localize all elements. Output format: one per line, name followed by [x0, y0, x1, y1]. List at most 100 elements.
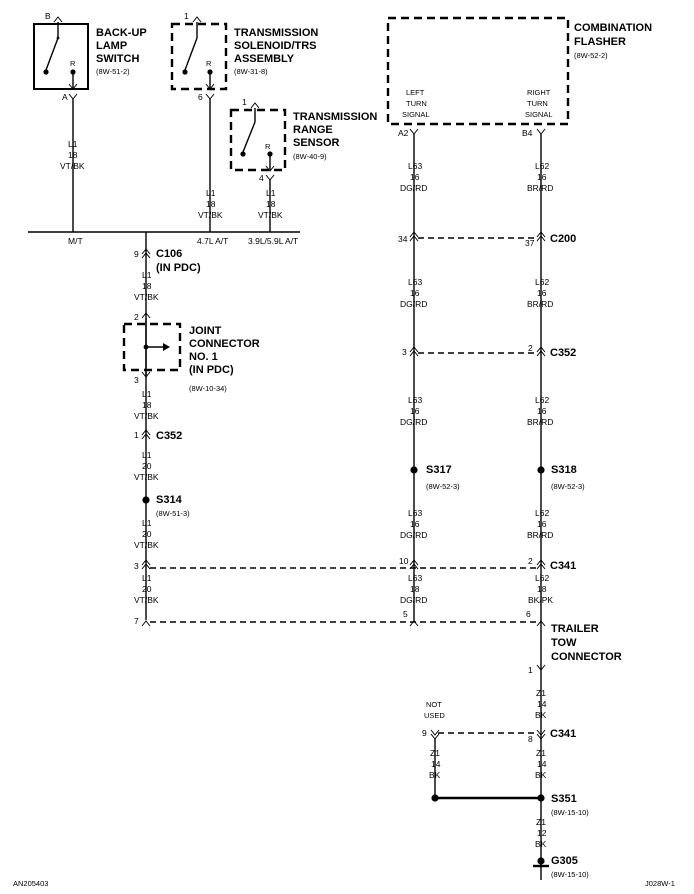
wire-label-l63-1: L63 16 DG/RD — [400, 161, 427, 193]
label-components-combination_flasher-right_lines-1: TURN — [527, 99, 548, 108]
label-components-trans_solenoid-ref: (8W-31-8) — [234, 67, 268, 76]
label-wires-l1_20_vtbk-2: VT/BK — [134, 595, 159, 605]
wire-label-l62-5: L62 18 BK/PK — [528, 573, 553, 605]
wire-label-z1-2: Z1 14 BK — [429, 748, 441, 780]
joint-connector-no1: 2 3 JOINT CONNECTOR NO. 1 (IN PDC) (8W-1… — [122, 312, 260, 393]
backup-title-2: LAMP — [96, 40, 127, 52]
wire-label-trunk-3: L1 20 VT/BK — [134, 450, 159, 482]
label-components-trans_solenoid-name_lines-0: TRANSMISSION — [234, 27, 318, 39]
label-wires-l1_18_vtbk-1: 18 — [206, 199, 216, 209]
wire-label-backup: L1 18 VT/BK — [60, 139, 85, 171]
label-wires-l62_18-2: BK/PK — [528, 595, 553, 605]
label-connectors-c341_bottom-pin_a: 7 — [134, 616, 139, 626]
wire-label-l63-2: L63 16 DG/RD — [400, 277, 427, 309]
connector-c341-pin3: 3 — [134, 559, 151, 571]
label-connectors-c106-sub: (IN PDC) — [156, 262, 201, 274]
backup-title-1: BACK-UP — [96, 27, 147, 39]
label-wires-l62_16-2: BR/RD — [527, 299, 553, 309]
backup-pin-a: A — [62, 92, 68, 102]
connector-c341-bottom: NOT USED 9 8 C341 — [422, 700, 576, 744]
label-wires-l1_20_vtbk-0: L1 — [142, 518, 152, 528]
label-components-joint_connector-pin_bottom: 3 — [134, 375, 139, 385]
label-splices-s317-ref: (8W-52-3) — [426, 482, 460, 491]
label-splices-s351-ref: (8W-15-10) — [551, 808, 589, 817]
label-splices-s314-ref: (8W-51-3) — [156, 509, 190, 518]
label-wires-z1_14-1: 14 — [537, 759, 547, 769]
label-components-combination_flasher-right_lines-2: SIGNAL — [525, 110, 553, 119]
label-connectors-c341_bottom-pin_b: 5 — [403, 609, 408, 619]
label-wires-l63_16-1: 16 — [410, 519, 420, 529]
label-wires-l1_18_vtbk-2: VT/BK — [258, 210, 283, 220]
label-splices-s351-name: S351 — [551, 793, 577, 805]
wire-label-l62-2: L62 16 BR/RD — [527, 277, 553, 309]
label-wires-z1_14-0: Z1 — [536, 688, 546, 698]
label-connectors-c341a-name: C341 — [550, 560, 576, 572]
label-components-combination_flasher-ref: (8W-52-2) — [574, 51, 608, 60]
splice-s317: S317 (8W-52-3) — [410, 464, 460, 491]
label-splices-g305-name: G305 — [551, 855, 578, 867]
label-components-joint_connector-name_lines-0: JOINT — [189, 325, 222, 337]
trailer-tow-connector: TRAILER TOW CONNECTOR 1 — [528, 623, 622, 675]
label-connectors-c352a-pin_r: 2 — [528, 343, 533, 353]
label-components-joint_connector-name_lines-2: NO. 1 — [189, 351, 218, 363]
backup-title-3: SWITCH — [96, 53, 139, 65]
label-components-trans_range_sensor-pin_r: R — [265, 142, 271, 151]
label-components-trans_range_sensor-pin_out: 4 — [259, 173, 264, 183]
wire-label-l63-3: L63 16 DG/RD — [400, 395, 427, 427]
wire-label-trunk-1: L1 18 VT/BK — [134, 270, 159, 302]
connector-bottom-pins: 7 5 6 — [134, 609, 546, 627]
label-wires-l1_18_vtbk-1: 18 — [142, 400, 152, 410]
label-wires-l1_20_vtbk-2: VT/BK — [134, 540, 159, 550]
label-wires-l62_16-2: BR/RD — [527, 530, 553, 540]
wire-label-trunk-4: L1 20 VT/BK — [134, 518, 159, 550]
label-wires-l63_16-1: 16 — [410, 172, 420, 182]
label-splices-g305-ref: (8W-15-10) — [551, 870, 589, 879]
label-connectors-c106-name: C106 — [156, 248, 182, 260]
label-wires-l63_16-0: L63 — [408, 277, 422, 287]
splice-s318: S318 (8W-52-3) — [537, 464, 585, 491]
label-wires-l63_16-1: 16 — [410, 406, 420, 416]
label-wires-l1_20_vtbk-1: 20 — [142, 461, 152, 471]
label-components-combination_flasher-pin_right: B4 — [522, 128, 533, 138]
label-wires-l62_18-1: 18 — [537, 584, 547, 594]
label-wires-l1_18_vtbk-0: L1 — [206, 188, 216, 198]
wire-label-l63-5: L63 18 DG/RD — [400, 573, 427, 605]
connector-c341-right: 10 2 C341 — [399, 556, 576, 572]
label-wires-l63_18-1: 18 — [410, 584, 420, 594]
connector-c352-left: 1 C352 — [134, 429, 182, 442]
label-connectors-c352b-name: C352 — [156, 430, 182, 442]
label-connectors-c341b-not_used-0: NOT — [426, 700, 442, 709]
backup-ref: (8W-51-2) — [96, 67, 130, 76]
label-wires-z1_14-1: 14 — [537, 699, 547, 709]
label-wires-l1_18_vtbk-0: L1 — [142, 270, 152, 280]
label-connectors-c341b-pin: 8 — [528, 734, 533, 744]
label-wires-l62_16-2: BR/RD — [527, 417, 553, 427]
label-components-trans_solenoid-pin_out: 6 — [198, 92, 203, 102]
label-components-combination_flasher-right_lines-0: RIGHT — [527, 88, 551, 97]
wire-label-l62-4: L62 16 BR/RD — [527, 508, 553, 540]
label-components-combination_flasher-left_lines-2: SIGNAL — [402, 110, 430, 119]
label-components-trans_solenoid-name_lines-1: SOLENOID/TRS — [234, 40, 317, 52]
backup-pin-r: R — [70, 59, 76, 68]
label-wires-l62_16-0: L62 — [535, 277, 549, 287]
label-wires-l63_16-2: DG/RD — [400, 183, 427, 193]
wire-label-l62-3: L62 16 BR/RD — [527, 395, 553, 427]
trans-range-sensor: 1 R 4 TRANSMISSION RANGE SENSOR (8W-40-9… — [229, 97, 377, 183]
label-connectors-c341b-name: C341 — [550, 728, 576, 740]
label-components-trans_solenoid-name_lines-2: ASSEMBLY — [234, 53, 295, 65]
label-connectors-c200-pin_r: 37 — [525, 238, 535, 248]
label-wires-l1_20_vtbk-1: 20 — [142, 529, 152, 539]
label-components-joint_connector-pin_top: 2 — [134, 312, 139, 322]
option-39: 3.9L/5.9L A/T — [248, 236, 298, 246]
wire-label-z1-4: Z1 12 BK — [535, 817, 547, 849]
label-connectors-c341_bottom-pin_c: 6 — [526, 609, 531, 619]
label-splices-s314-name: S314 — [156, 494, 183, 506]
label-splices-s317-name: S317 — [426, 464, 452, 476]
label-wires-l1_20_vtbk-2: VT/BK — [134, 472, 159, 482]
label-wires-z1_14-2: BK — [535, 770, 547, 780]
label-components-trans_range_sensor-ref: (8W-40-9) — [293, 152, 327, 161]
label-wires-l62_16-2: BR/RD — [527, 183, 553, 193]
label-wires-l63_16-2: DG/RD — [400, 299, 427, 309]
label-wires-z1_14-2: BK — [429, 770, 441, 780]
